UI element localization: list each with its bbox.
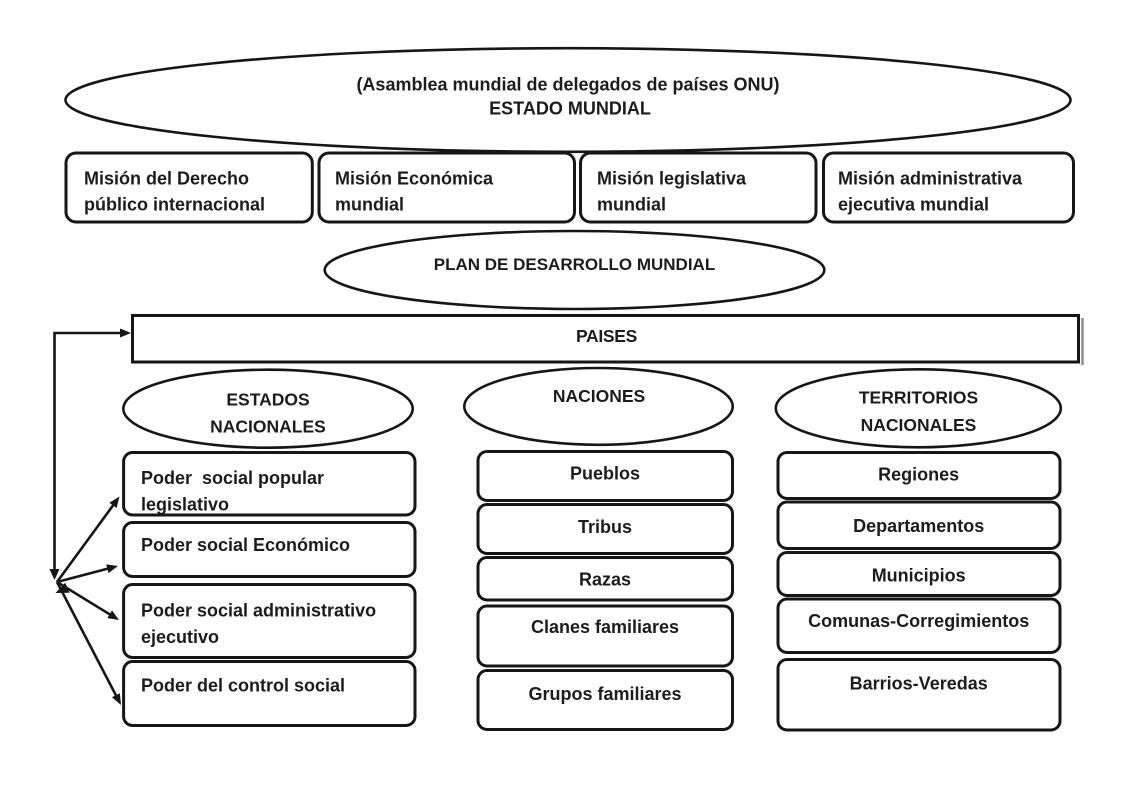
svg-text:NACIONALES: NACIONALES — [861, 415, 977, 435]
svg-text:ESTADO MUNDIAL: ESTADO MUNDIAL — [489, 99, 651, 119]
svg-text:Municipios: Municipios — [872, 566, 966, 586]
svg-text:Poder social Económico: Poder social Económico — [141, 535, 350, 555]
svg-text:Poder del control social: Poder del control social — [141, 676, 345, 696]
svg-text:Departamentos: Departamentos — [853, 516, 984, 536]
svg-text:Misión Económica: Misión Económica — [335, 169, 494, 189]
svg-text:TERRITORIOS: TERRITORIOS — [859, 388, 978, 408]
svg-text:Pueblos: Pueblos — [570, 464, 640, 484]
svg-text:ejecutiva mundial: ejecutiva mundial — [838, 195, 989, 215]
svg-text:Tribus: Tribus — [578, 517, 632, 537]
svg-text:Barrios-Veredas: Barrios-Veredas — [850, 674, 988, 694]
svg-text:Clanes familiares: Clanes familiares — [531, 617, 679, 637]
svg-text:mundial: mundial — [597, 195, 666, 215]
svg-text:NACIONES: NACIONES — [553, 386, 645, 406]
svg-text:mundial: mundial — [335, 195, 404, 215]
svg-text:PAISES: PAISES — [576, 326, 637, 346]
svg-text:NACIONALES: NACIONALES — [210, 417, 326, 437]
svg-text:legislativo: legislativo — [141, 495, 229, 515]
svg-text:Poder social administrativo: Poder social administrativo — [141, 601, 376, 621]
svg-text:(Asamblea mundial de delegados: (Asamblea mundial de delegados de países… — [356, 75, 779, 95]
svg-text:ESTADOS: ESTADOS — [226, 390, 309, 410]
svg-text:Grupos familiares: Grupos familiares — [528, 684, 681, 704]
svg-text:PLAN DE DESARROLLO MUNDIAL: PLAN DE DESARROLLO MUNDIAL — [434, 255, 715, 274]
svg-text:Regiones: Regiones — [878, 465, 959, 485]
svg-text:Misión legislativa: Misión legislativa — [597, 169, 747, 189]
svg-text:Poder social popular: Poder social popular — [141, 468, 324, 488]
svg-text:Misión administrativa: Misión administrativa — [838, 169, 1023, 189]
svg-text:Razas: Razas — [579, 570, 631, 590]
svg-text:ejecutivo: ejecutivo — [141, 627, 219, 647]
svg-text:Comunas-Corregimientos: Comunas-Corregimientos — [808, 611, 1029, 631]
svg-text:público internacional: público internacional — [84, 195, 265, 215]
svg-text:Misión del Derecho: Misión del Derecho — [84, 169, 249, 189]
